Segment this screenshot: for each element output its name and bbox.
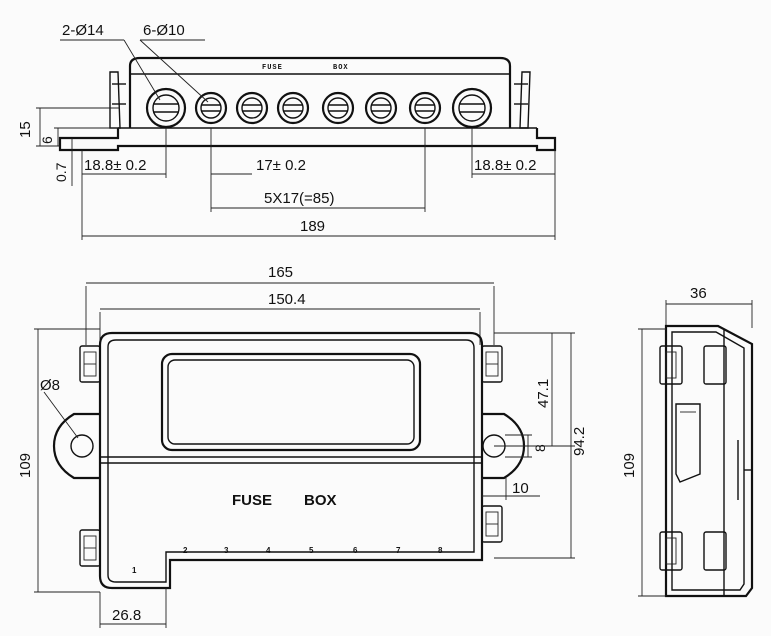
lid-emboss-text: FUSE	[262, 64, 283, 72]
grommet-large	[145, 87, 187, 129]
hole-size-label: 8	[532, 444, 548, 452]
slot-number: 2	[183, 546, 188, 555]
outer-width-label: 165	[268, 264, 293, 281]
clip-top-left	[79, 345, 101, 383]
slot-number: 8	[438, 546, 443, 555]
grommet-large	[451, 87, 493, 129]
slot-number: 7	[396, 546, 401, 555]
clip-bottom-right	[481, 505, 503, 543]
edge-right-label: 18.8± 0.2	[474, 157, 536, 174]
grommets-small	[194, 91, 442, 125]
front-view: 165 150.4	[17, 264, 588, 628]
slot-number: 5	[309, 546, 314, 555]
front-height-label: 109	[17, 453, 34, 478]
slot-number: 3	[224, 546, 229, 555]
hole-small-label: 6-Ø10	[143, 22, 185, 39]
hole-offset-label: 10	[512, 480, 529, 497]
bottom-tab-label: 26.8	[112, 607, 141, 624]
side-view: 36 109	[621, 285, 754, 598]
slot-number: 1	[132, 566, 137, 575]
svg-text:BOX: BOX	[333, 64, 349, 72]
hole-spacing-label: 94.2	[571, 427, 588, 456]
side-depth-label: 36	[690, 285, 707, 302]
clip-bottom-left	[79, 529, 101, 567]
mount-hole-label: Ø8	[40, 377, 60, 394]
slot-number: 4	[266, 546, 271, 555]
thickness-label: 0.7	[53, 162, 69, 182]
pitch-total-label: 5X17(=85)	[264, 190, 334, 207]
label-box: BOX	[304, 492, 337, 509]
label-fuse: FUSE	[232, 492, 272, 509]
inner-width-label: 150.4	[268, 291, 306, 308]
lid-height-label: 47.1	[535, 379, 552, 408]
clip-top-right	[481, 345, 503, 383]
top-view: FUSE BOX 2-Ø14 6-Ø10	[17, 22, 557, 240]
overall-length-label: 189	[300, 218, 325, 235]
edge-left-label: 18.8± 0.2	[84, 157, 146, 174]
pitch-label: 17± 0.2	[256, 157, 306, 174]
slot-number: 6	[353, 546, 358, 555]
height-total-label: 15	[17, 121, 34, 138]
side-height-label: 109	[621, 453, 638, 478]
hole-large-label: 2-Ø14	[62, 22, 104, 39]
height-flange-label: 6	[39, 136, 55, 144]
